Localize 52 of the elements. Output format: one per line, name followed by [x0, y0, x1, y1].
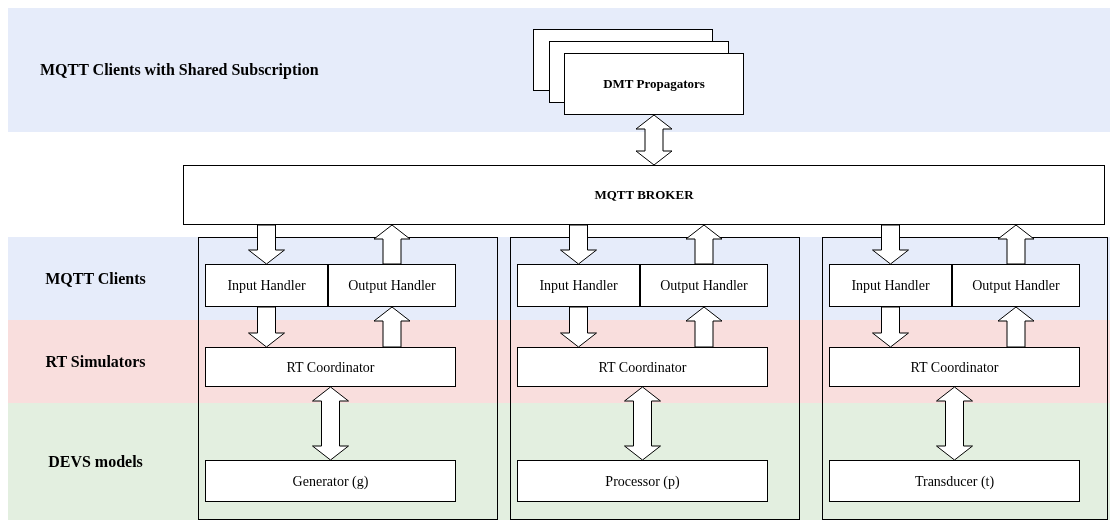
- node-label: Input Handler: [851, 277, 930, 295]
- block-arrow: [373, 224, 411, 265]
- node-label: Transducer (t): [914, 472, 995, 491]
- band: [8, 8, 1110, 132]
- process-box: [829, 460, 1080, 502]
- process-box: [205, 347, 456, 387]
- block-arrow: [872, 224, 909, 265]
- node-label: Output Handler: [972, 277, 1060, 295]
- block-arrow: [560, 306, 597, 348]
- node-label: RT Simulators: [45, 351, 146, 372]
- node-label: DEVS models: [48, 451, 143, 472]
- block-arrow: [685, 224, 723, 265]
- process-box: [205, 264, 328, 307]
- block-arrow: [373, 306, 411, 348]
- node-label: Output Handler: [660, 277, 748, 295]
- node-label: Input Handler: [227, 277, 306, 295]
- process-box: [517, 347, 768, 387]
- block-arrow: [560, 224, 597, 265]
- node-label: MQTT Clients: [45, 268, 146, 289]
- node-label: DMT Propagators: [603, 75, 705, 94]
- process-box: [640, 264, 768, 307]
- block-arrow: [872, 306, 909, 348]
- component-box: [510, 237, 800, 520]
- block-arrow: [685, 306, 723, 348]
- node-label: Output Handler: [348, 277, 436, 295]
- block-arrow: [997, 306, 1035, 348]
- process-box: [328, 264, 456, 307]
- block-arrow: [997, 224, 1035, 265]
- block-arrow: [312, 386, 349, 461]
- block-arrow: [936, 386, 973, 461]
- stacked-box: [533, 29, 744, 115]
- process-box: [829, 347, 1080, 387]
- process-box: [517, 264, 640, 307]
- node-label: MQTT Clients with Shared Subscription: [40, 60, 319, 81]
- node-label: RT Coordinator: [598, 358, 687, 377]
- component-box: [198, 237, 498, 520]
- node-label: Processor (p): [605, 472, 680, 491]
- process-box: [517, 460, 768, 502]
- block-arrow: [635, 114, 673, 166]
- process-box: [952, 264, 1080, 307]
- node-label: Generator (g): [292, 472, 369, 491]
- block-arrow: [248, 224, 285, 265]
- block-arrow: [624, 386, 661, 461]
- node-label: Input Handler: [539, 277, 618, 295]
- node-label: RT Coordinator: [910, 358, 999, 377]
- node-label: RT Coordinator: [286, 358, 375, 377]
- component-box: [822, 237, 1108, 520]
- broker-box: [183, 165, 1105, 225]
- process-box: [205, 460, 456, 502]
- block-arrow: [248, 306, 285, 348]
- process-box: [829, 264, 952, 307]
- node-label: MQTT BROKER: [594, 186, 694, 205]
